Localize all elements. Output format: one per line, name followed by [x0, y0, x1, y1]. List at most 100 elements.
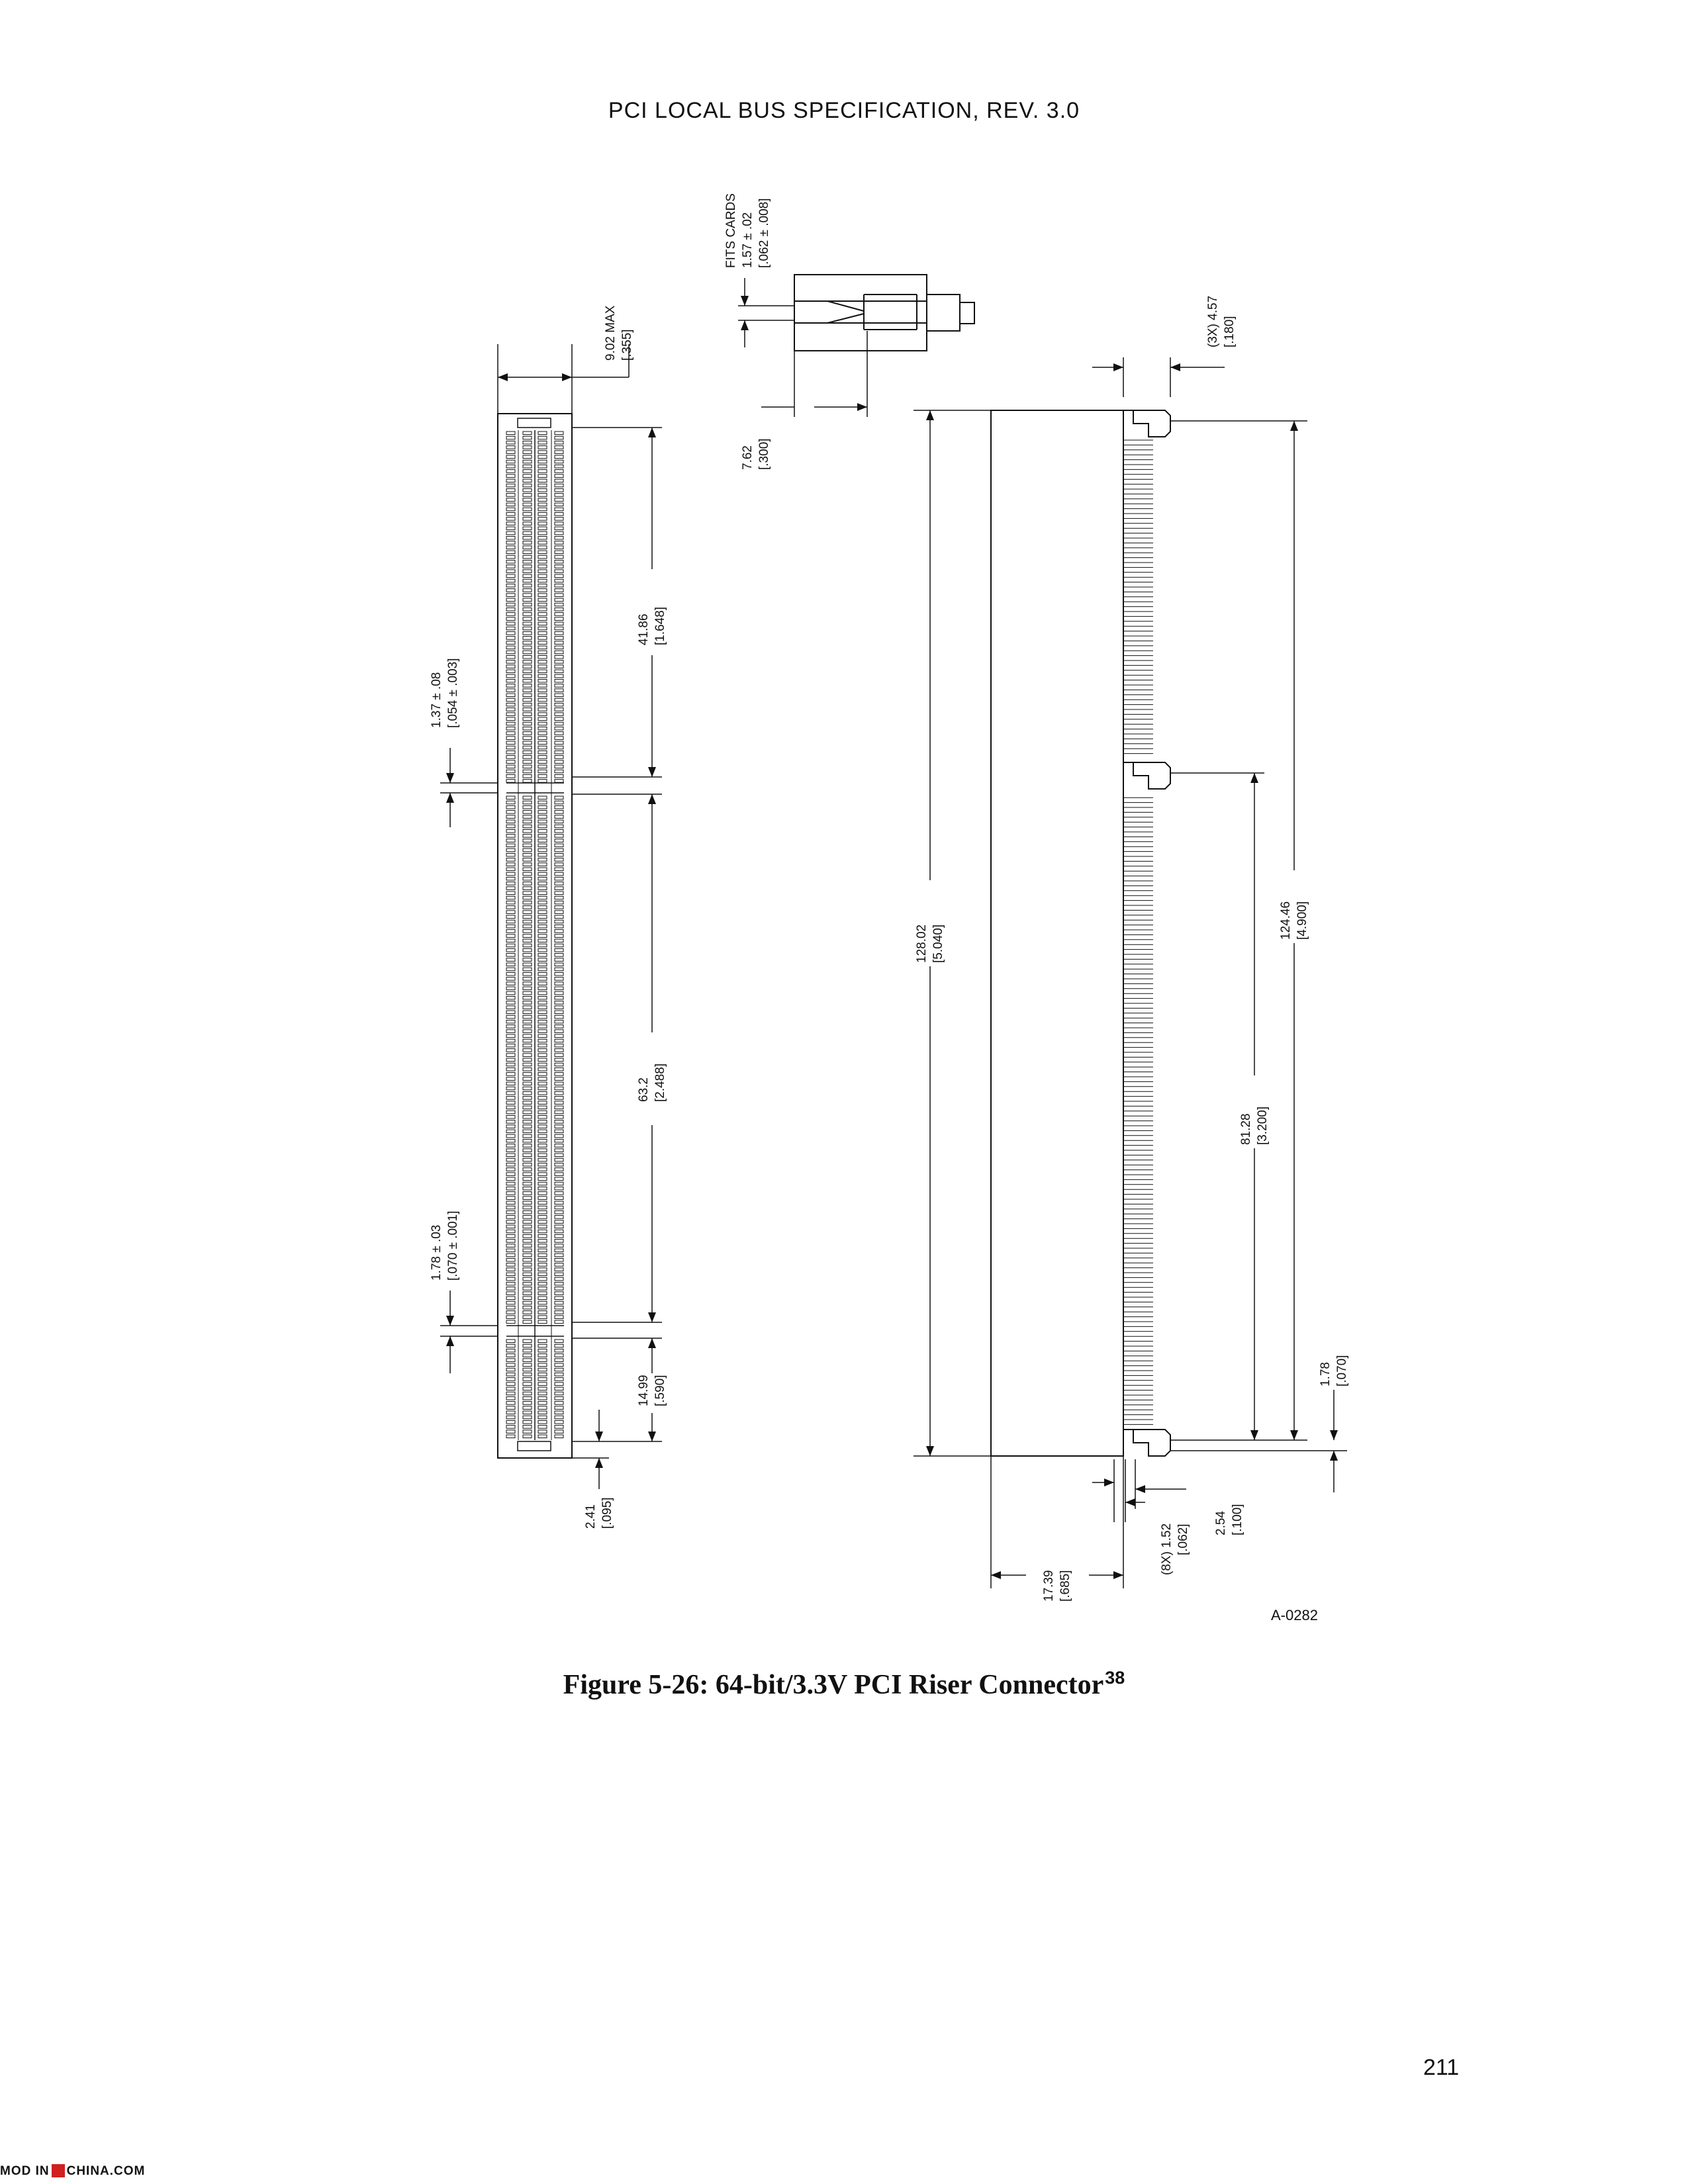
page-header: PCI LOCAL BUS SPECIFICATION, REV. 3.0 [608, 98, 1080, 123]
pin-slot [554, 934, 564, 938]
pin-slot [506, 1015, 516, 1019]
pin-slot [554, 1315, 564, 1319]
pin-slot [554, 1391, 564, 1396]
pin-slot [522, 958, 532, 962]
pin-slot [554, 1196, 564, 1200]
pin-slot [522, 852, 532, 857]
pin-slot [522, 1158, 532, 1162]
pin-slot [538, 621, 547, 626]
pin-slot [554, 872, 564, 876]
pin-slot [538, 1129, 547, 1134]
pin-slot [522, 774, 532, 778]
pin-slot [506, 1296, 516, 1300]
pin-slot [538, 1277, 547, 1281]
pin-slot [554, 745, 564, 750]
pin-slot [522, 929, 532, 933]
pin-slot [522, 839, 532, 842]
pin-slot [538, 578, 547, 583]
pin-slot [554, 1067, 564, 1071]
pin-slot [554, 1186, 564, 1191]
pin-slot [522, 574, 532, 578]
pin-slot [506, 843, 516, 848]
pin-slot [522, 464, 532, 469]
pin-slot [554, 1224, 564, 1229]
pin-slot [554, 895, 564, 900]
pin-slot [522, 1024, 532, 1028]
pin-slot [522, 559, 532, 564]
pin-slot [506, 1110, 516, 1115]
pin-slot [554, 1010, 564, 1015]
pin-slot [506, 962, 516, 967]
pin-slot [506, 774, 516, 778]
pin-slot [554, 1234, 564, 1238]
pin-slot [506, 1105, 516, 1110]
pin-slot [554, 1406, 564, 1410]
pin-slot [506, 1305, 516, 1310]
dim-fits-cards-2: 1.57 ± .02 [741, 212, 755, 268]
pin-slot [538, 862, 547, 866]
pin-slot [522, 819, 532, 824]
pin-slot [554, 886, 564, 890]
pin-slot [522, 1072, 532, 1076]
pin-slot [538, 1343, 547, 1348]
pin-slot [506, 726, 516, 731]
pin-slot [554, 474, 564, 478]
pin-slot [554, 522, 564, 525]
pin-slot [506, 1120, 516, 1124]
pin-slot [538, 531, 547, 535]
pin-slot [522, 1001, 532, 1005]
pin-slot [554, 621, 564, 626]
pin-slot [522, 905, 532, 909]
pin-slot [538, 1153, 547, 1158]
pin-slot [522, 721, 532, 726]
pin-slot [538, 967, 547, 972]
pin-slot [506, 1153, 516, 1158]
pin-slot [506, 1300, 516, 1305]
pin-slot [506, 574, 516, 578]
dim-seg2-1: 63.2 [637, 1077, 651, 1102]
pin-slot [522, 565, 532, 569]
pin-slot [506, 1415, 516, 1420]
pin-slot [538, 1072, 547, 1076]
pin-slot [506, 1353, 516, 1357]
pin-slot [554, 986, 564, 991]
pin-slot [554, 1305, 564, 1310]
pin-slot [554, 862, 564, 866]
pin-slot [538, 507, 547, 512]
pin-slot [538, 1315, 547, 1319]
pin-slot [522, 1248, 532, 1253]
pin-slot [538, 1287, 547, 1291]
pin-slot [538, 995, 547, 1000]
pin-slot [522, 678, 532, 683]
plan-dimensions [440, 344, 662, 1489]
pin-slot [522, 977, 532, 981]
pin-slot [538, 1425, 547, 1429]
pin-slot [522, 805, 532, 809]
pin-slot [522, 900, 532, 905]
pin-slot [538, 938, 547, 943]
dim-fits-cards-1: FITS CARDS [724, 193, 738, 268]
pin-slot [506, 1257, 516, 1262]
pin-slot [538, 698, 547, 702]
pin-slot [538, 805, 547, 809]
pin-slot [554, 1144, 564, 1148]
pin-slot [522, 1229, 532, 1234]
pin-slot [538, 1120, 547, 1124]
pin-slot [522, 924, 532, 929]
pin-slot [522, 829, 532, 833]
pin-slot [554, 858, 564, 862]
pin-slot [538, 512, 547, 516]
pin-slot [554, 1129, 564, 1134]
pin-slot [506, 593, 516, 597]
pin-slot [538, 569, 547, 573]
pin-slot [538, 760, 547, 764]
pin-slot [522, 645, 532, 650]
pin-slot [506, 1391, 516, 1396]
pin-slot [554, 1348, 564, 1353]
pin-slot [554, 555, 564, 559]
pin-slot [506, 1196, 516, 1200]
pin-slot [554, 1287, 564, 1291]
pin-slot [522, 555, 532, 559]
pin-slot [538, 669, 547, 674]
pin-slot [554, 1205, 564, 1210]
